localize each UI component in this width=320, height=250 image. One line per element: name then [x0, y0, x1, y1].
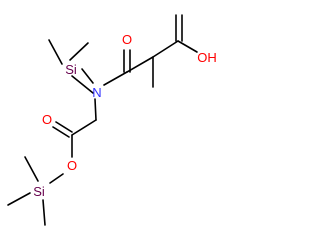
bond-si-bottom-methyl-left: [7, 192, 31, 206]
atom-si-top: Si: [65, 62, 77, 77]
atom-n: N: [92, 85, 101, 100]
atom-o-ester: O: [67, 158, 77, 173]
atom-labels: O OH N Si O O Si: [33, 32, 217, 199]
bond-si-top-methyl-upleft: [48, 39, 63, 65]
bond-si-n: [81, 68, 94, 84]
molecule-structure-diagram: O OH N Si O O Si: [7, 14, 217, 226]
bond-carboxyl-c-oh: [177, 40, 198, 53]
bond-si-top-methyl-upright: [69, 42, 89, 61]
bond-n-ch2: [94, 98, 97, 121]
atom-si-bottom: Si: [33, 184, 45, 199]
bond-ester-c-o-1: [55, 121, 73, 133]
bond-o-si-bottom: [49, 173, 64, 184]
atom-oh-acid: OH: [197, 50, 217, 65]
bonds: [7, 14, 198, 226]
atom-o-ester-carbonyl: O: [42, 112, 52, 127]
atom-o-amide-carbonyl: O: [122, 32, 132, 47]
bond-si-bottom-methyl-down: [42, 199, 46, 226]
bond-n-amide-c: [103, 71, 128, 86]
bond-si-top-methyl-down: [71, 75, 94, 94]
molecule-svg: O OH N Si O O Si: [7, 14, 217, 226]
bond-ch-carboxyl-c: [152, 40, 179, 58]
bond-ester-c-o-2: [52, 126, 70, 138]
bond-ch2-ester-c: [71, 119, 97, 136]
bond-amide-c-ch: [126, 56, 154, 73]
bond-si-bottom-methyl-up: [24, 156, 39, 182]
